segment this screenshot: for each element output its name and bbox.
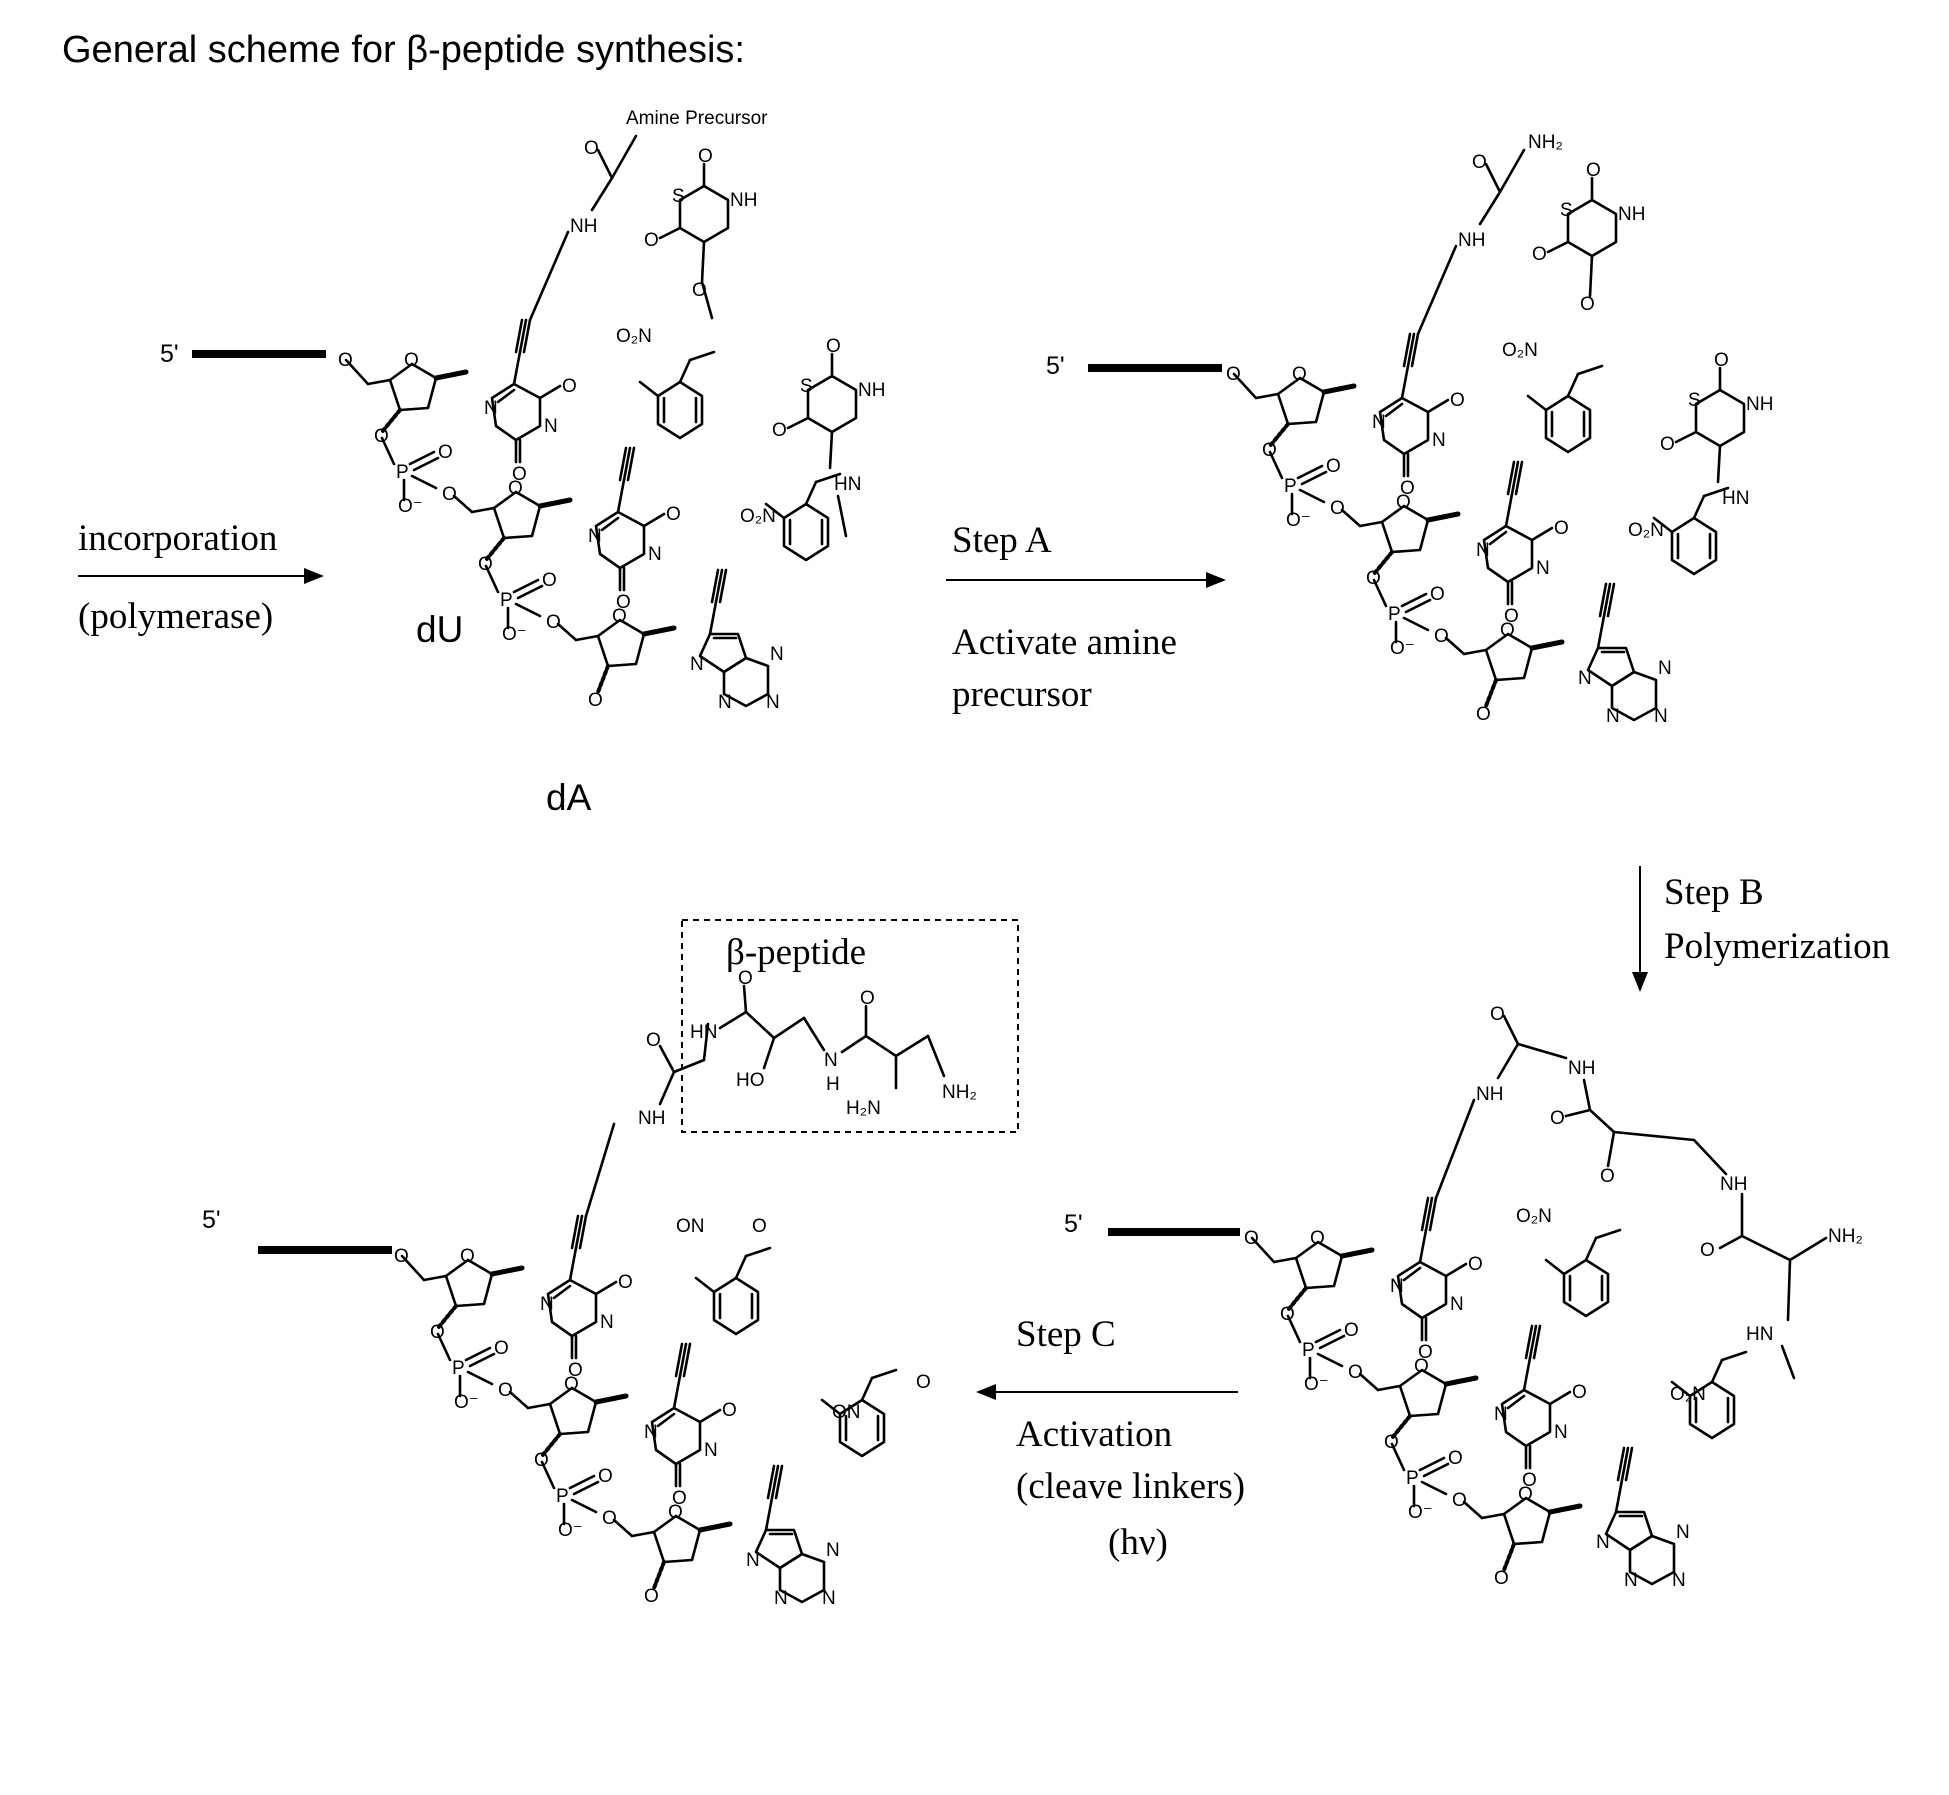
svg-text:NH: NH: [570, 216, 597, 237]
svg-text:H: H: [826, 1074, 840, 1095]
structure-final: 5' ON ON O O NH O: [202, 1024, 931, 1609]
five-prime-label: 5': [1064, 1210, 1083, 1238]
nitro-label: O₂N: [1670, 1384, 1706, 1405]
terminal-amine-label: NH₂: [942, 1082, 977, 1103]
svg-text:O: O: [1550, 1108, 1565, 1129]
svg-text:NH₂: NH₂: [1828, 1226, 1863, 1247]
nitroso-label: ON: [832, 1402, 861, 1423]
step-a-desc-2: precursor: [952, 674, 1092, 715]
step-c-desc-2: (cleave linkers): [1016, 1466, 1245, 1507]
step-b-desc: Polymerization: [1664, 926, 1890, 967]
structure-initial: 5' O₂N O₂N O HN NH O Amine Precursor dU …: [160, 108, 885, 818]
svg-text:O: O: [1472, 152, 1487, 173]
svg-text:NH: NH: [1476, 1084, 1503, 1105]
svg-text:O: O: [1580, 294, 1595, 315]
svg-text:NH: NH: [1720, 1174, 1747, 1195]
five-prime-label: 5': [1046, 352, 1065, 380]
step-c-desc-1: Activation: [1016, 1414, 1172, 1455]
nitro-label: O₂N: [1516, 1206, 1552, 1227]
nitro-label: O₂N: [616, 326, 652, 347]
svg-text:NH: NH: [1458, 230, 1485, 251]
da-label: dA: [546, 777, 592, 818]
svg-text:NH: NH: [1568, 1058, 1595, 1079]
svg-text:NH₂: NH₂: [1528, 132, 1563, 153]
svg-text:O: O: [646, 1030, 661, 1051]
svg-text:O: O: [584, 138, 599, 159]
step-b-label: Step B: [1664, 872, 1764, 913]
svg-text:O: O: [860, 988, 875, 1009]
svg-text:O: O: [692, 280, 707, 301]
hydroxyl-label: HO: [736, 1070, 765, 1091]
five-prime-label: 5': [160, 340, 179, 368]
svg-text:O: O: [752, 1216, 767, 1237]
svg-text:O: O: [738, 968, 753, 989]
du-label: dU: [416, 609, 463, 650]
amine-label: H₂N: [846, 1098, 881, 1119]
step-a-desc-1: Activate amine: [952, 622, 1177, 663]
step-c-desc-3: (hν): [1108, 1522, 1168, 1563]
svg-text:N: N: [824, 1050, 838, 1071]
svg-text:O: O: [1600, 1166, 1615, 1187]
svg-text:HN: HN: [1722, 488, 1749, 509]
incorporation-label: incorporation: [78, 518, 277, 559]
svg-text:O: O: [1490, 1004, 1505, 1025]
step-a-label: Step A: [952, 520, 1052, 561]
nitro-label: O₂N: [1628, 520, 1664, 541]
svg-text:HN: HN: [834, 474, 861, 495]
svg-text:O: O: [916, 1372, 931, 1393]
step-c-label: Step C: [1016, 1314, 1116, 1355]
svg-text:NH: NH: [638, 1108, 665, 1129]
beta-peptide-label: β-peptide: [726, 932, 866, 973]
amine-precursor-label: Amine Precursor: [626, 108, 768, 129]
svg-text:O: O: [1700, 1240, 1715, 1261]
nitro-label: O₂N: [740, 506, 776, 527]
svg-text:HN: HN: [1746, 1324, 1773, 1345]
nitro-label: O₂N: [1502, 340, 1538, 361]
svg-text:HN: HN: [690, 1022, 717, 1043]
nitroso-label: ON: [676, 1216, 705, 1237]
beta-peptide-box: β-peptide HN O HO N H O H₂N NH₂: [682, 920, 1018, 1132]
polymerase-label: (polymerase): [78, 596, 273, 637]
scheme-title: General scheme for β-peptide synthesis:: [62, 29, 745, 71]
five-prime-label: 5': [202, 1206, 221, 1234]
